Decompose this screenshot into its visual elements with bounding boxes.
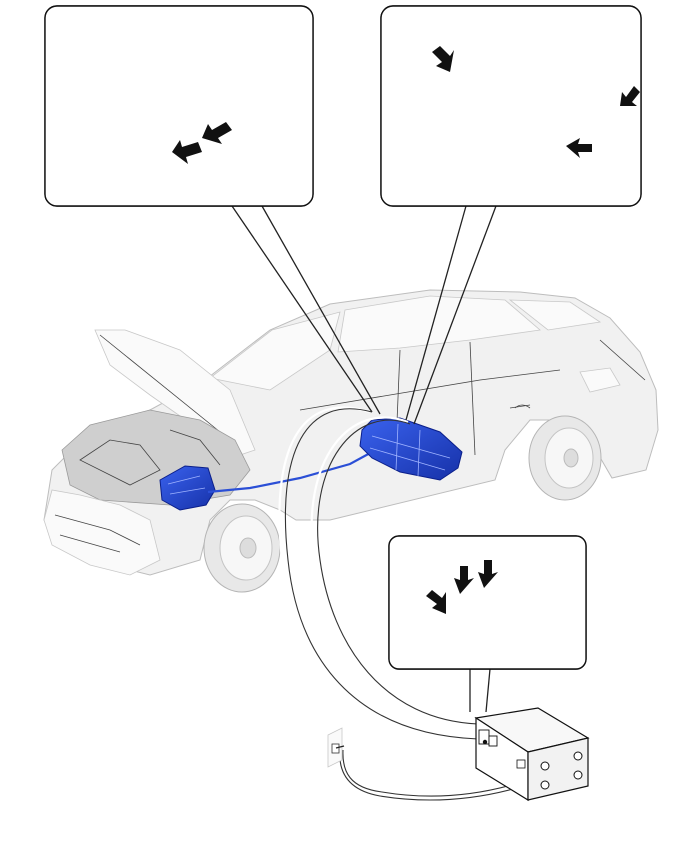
front-wheel [203, 503, 281, 593]
inverter-block [159, 465, 216, 511]
vehicle-windshield [209, 311, 341, 391]
inverter-unit [159, 465, 216, 511]
arrow-icon [620, 86, 640, 106]
callout-top-right [380, 5, 642, 207]
callout-top-left-arrows [172, 122, 232, 164]
vehicle-side-window [337, 295, 541, 353]
hv-battery-pack [359, 417, 463, 481]
arrow-icon [454, 566, 474, 594]
callout-top-left [44, 5, 314, 207]
arrow-icon [426, 590, 446, 614]
arrow-icon [478, 560, 498, 588]
callout-charger-connection [388, 535, 587, 670]
callout-top-right-arrows [432, 46, 640, 158]
vehicle-rear-window [508, 299, 602, 331]
callout-charger-arrows [426, 560, 498, 614]
front-bumper [43, 489, 161, 576]
leader-lines [231, 205, 497, 713]
arrow-icon [172, 140, 202, 164]
hv-floor-cable [207, 451, 373, 494]
arrow-icon [566, 138, 592, 158]
vehicle-hood-open [94, 329, 256, 456]
arrow-icon [432, 46, 454, 72]
battery-charger-unit [474, 707, 590, 802]
arrow-icon [202, 122, 232, 144]
rear-wheel [528, 415, 602, 501]
charger-cables [278, 406, 531, 801]
wall-outlet [327, 727, 345, 768]
